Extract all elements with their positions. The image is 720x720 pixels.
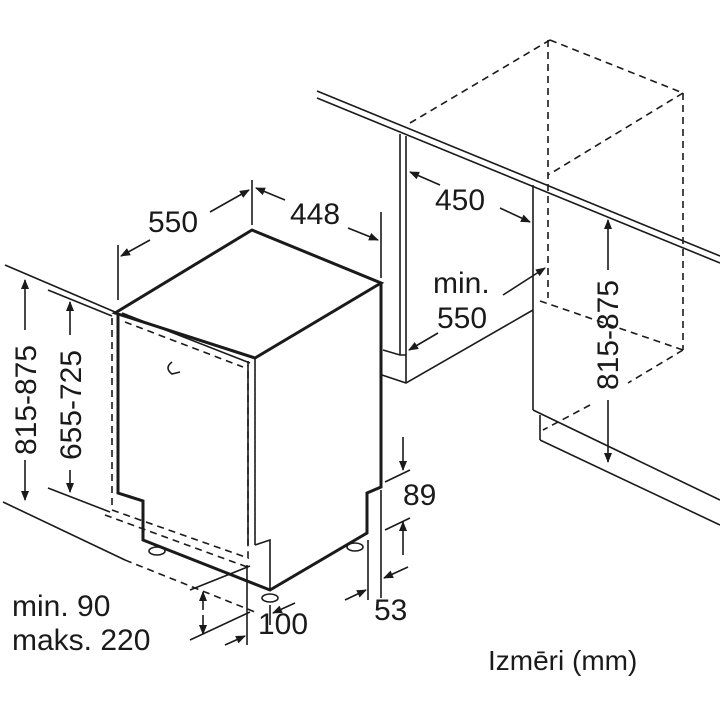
- foot-icon: [261, 593, 279, 603]
- units-caption: Izmēri (mm): [488, 645, 637, 676]
- plinth-max-label: maks. 220: [12, 624, 150, 657]
- height-range-label: 815-875: [10, 345, 43, 455]
- foot-offset-label: 100: [258, 608, 308, 641]
- door-height-range-label: 655-725: [55, 350, 88, 460]
- step-depth-label: 53: [374, 594, 407, 627]
- dishwasher-body: [104, 228, 385, 603]
- foot-icon: [148, 546, 166, 556]
- niche-depth-min-label: min.: [433, 267, 490, 300]
- niche-height-range-label: 815-875: [592, 280, 625, 390]
- niche-depth-label: 550: [437, 302, 487, 335]
- kitchen-niche: [316, 90, 720, 526]
- niche-width-label: 450: [435, 184, 485, 217]
- door-handle-icon: [167, 361, 181, 375]
- width-label: 448: [290, 198, 340, 231]
- niche-dashed-outline: [409, 39, 684, 431]
- step-height-label: 89: [403, 479, 436, 512]
- dimension-lines: [2, 171, 612, 646]
- depth-label: 550: [148, 206, 198, 239]
- foot-icon: [346, 542, 364, 552]
- plinth-min-label: min. 90: [12, 590, 110, 623]
